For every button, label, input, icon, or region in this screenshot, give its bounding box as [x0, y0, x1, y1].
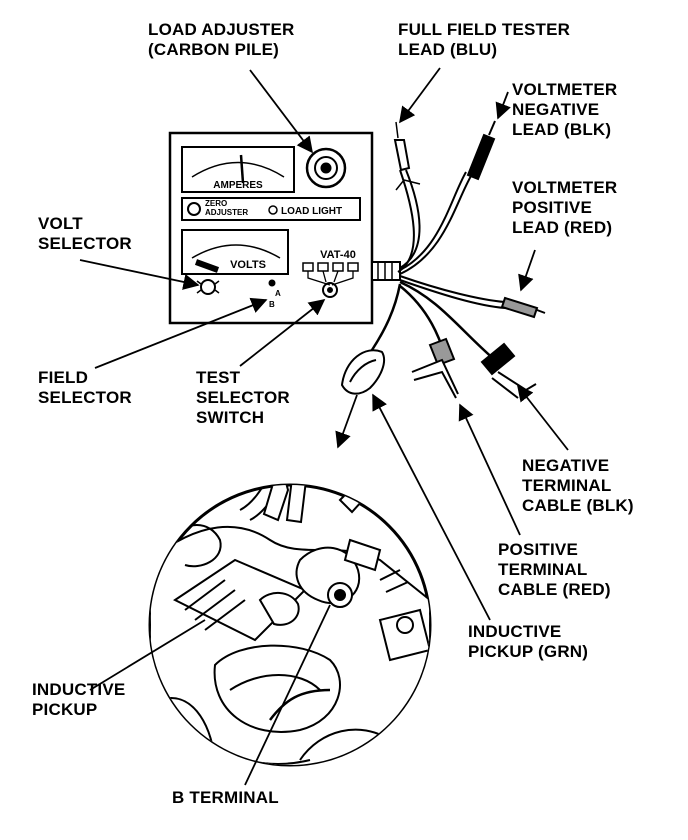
positive-terminal-clamp: [411, 337, 459, 399]
adjuster-label: ADJUSTER: [205, 208, 248, 217]
label-load-adjuster: LOAD ADJUSTER (CARBON PILE): [148, 20, 295, 59]
model-label: VAT-40: [320, 249, 356, 261]
leader-voltmeter-negative: [495, 91, 511, 120]
test-selector-knob[interactable]: [322, 282, 338, 298]
leader-voltmeter-positive: [518, 249, 536, 292]
negative-terminal-clamp: [480, 342, 537, 399]
load-light-indicator: [268, 205, 278, 215]
arrow-to-inset: [335, 394, 358, 449]
load-adjuster-knob[interactable]: [305, 147, 347, 189]
voltmeter-positive-clip: [500, 296, 539, 319]
leader-lines: [79, 67, 569, 786]
label-negative-terminal-cable: NEGATIVE TERMINAL CABLE (BLK): [522, 456, 634, 515]
ammeter-gauge: AMPERES: [181, 146, 295, 193]
label-positive-terminal-cable: POSITIVE TERMINAL CABLE (RED): [498, 540, 611, 599]
label-field-selector: FIELD SELECTOR: [38, 368, 132, 407]
engine-bay-inset: [148, 483, 432, 767]
leader-negative-terminal: [517, 384, 569, 451]
leader-full-field: [399, 67, 441, 124]
tester-leads: [370, 120, 546, 361]
leader-field-selector: [94, 297, 268, 369]
inductive-pickup-clamp: [340, 349, 386, 395]
leader-volt-selector: [79, 259, 200, 290]
zero-label: ZERO: [205, 199, 227, 208]
label-volt-selector: VOLT SELECTOR: [38, 214, 132, 253]
leader-test-selector: [239, 298, 326, 367]
label-b-terminal: B TERMINAL: [172, 788, 279, 807]
amperes-label: AMPERES: [213, 180, 263, 191]
label-full-field-tester-lead: FULL FIELD TESTER LEAD (BLU): [398, 20, 571, 59]
label-voltmeter-negative-lead: VOLTMETER NEGATIVE LEAD (BLK): [512, 80, 618, 139]
voltmeter-negative-clip: [466, 133, 496, 181]
leader-inductive-pickup: [89, 619, 206, 691]
load-light-label: LOAD LIGHT: [281, 206, 342, 217]
field-mark-a: A: [275, 289, 281, 298]
volts-label: VOLTS: [230, 259, 266, 271]
voltmeter-gauge: VOLTS: [181, 229, 289, 275]
leader-inductive-pickup-grn: [372, 393, 491, 621]
label-inductive-pickup-grn: INDUCTIVE PICKUP (GRN): [468, 622, 589, 661]
zero-adjuster-knob[interactable]: [187, 202, 201, 216]
field-mark-b: B: [269, 300, 275, 309]
field-selector-switch[interactable]: A B: [268, 279, 281, 309]
leader-load-adjuster: [249, 69, 313, 154]
leader-positive-terminal: [458, 403, 521, 536]
label-inductive-pickup: INDUCTIVE PICKUP: [32, 680, 126, 719]
tester-unit: AMPERES ZERO ADJUSTER LOAD LIGHT VOLTS V…: [168, 131, 401, 325]
leader-b-terminal: [244, 604, 331, 786]
label-voltmeter-positive-lead: VOLTMETER POSITIVE LEAD (RED): [512, 178, 618, 237]
full-field-tester-probe: [393, 139, 411, 172]
label-test-selector-switch: TEST SELECTOR SWITCH: [196, 368, 290, 427]
